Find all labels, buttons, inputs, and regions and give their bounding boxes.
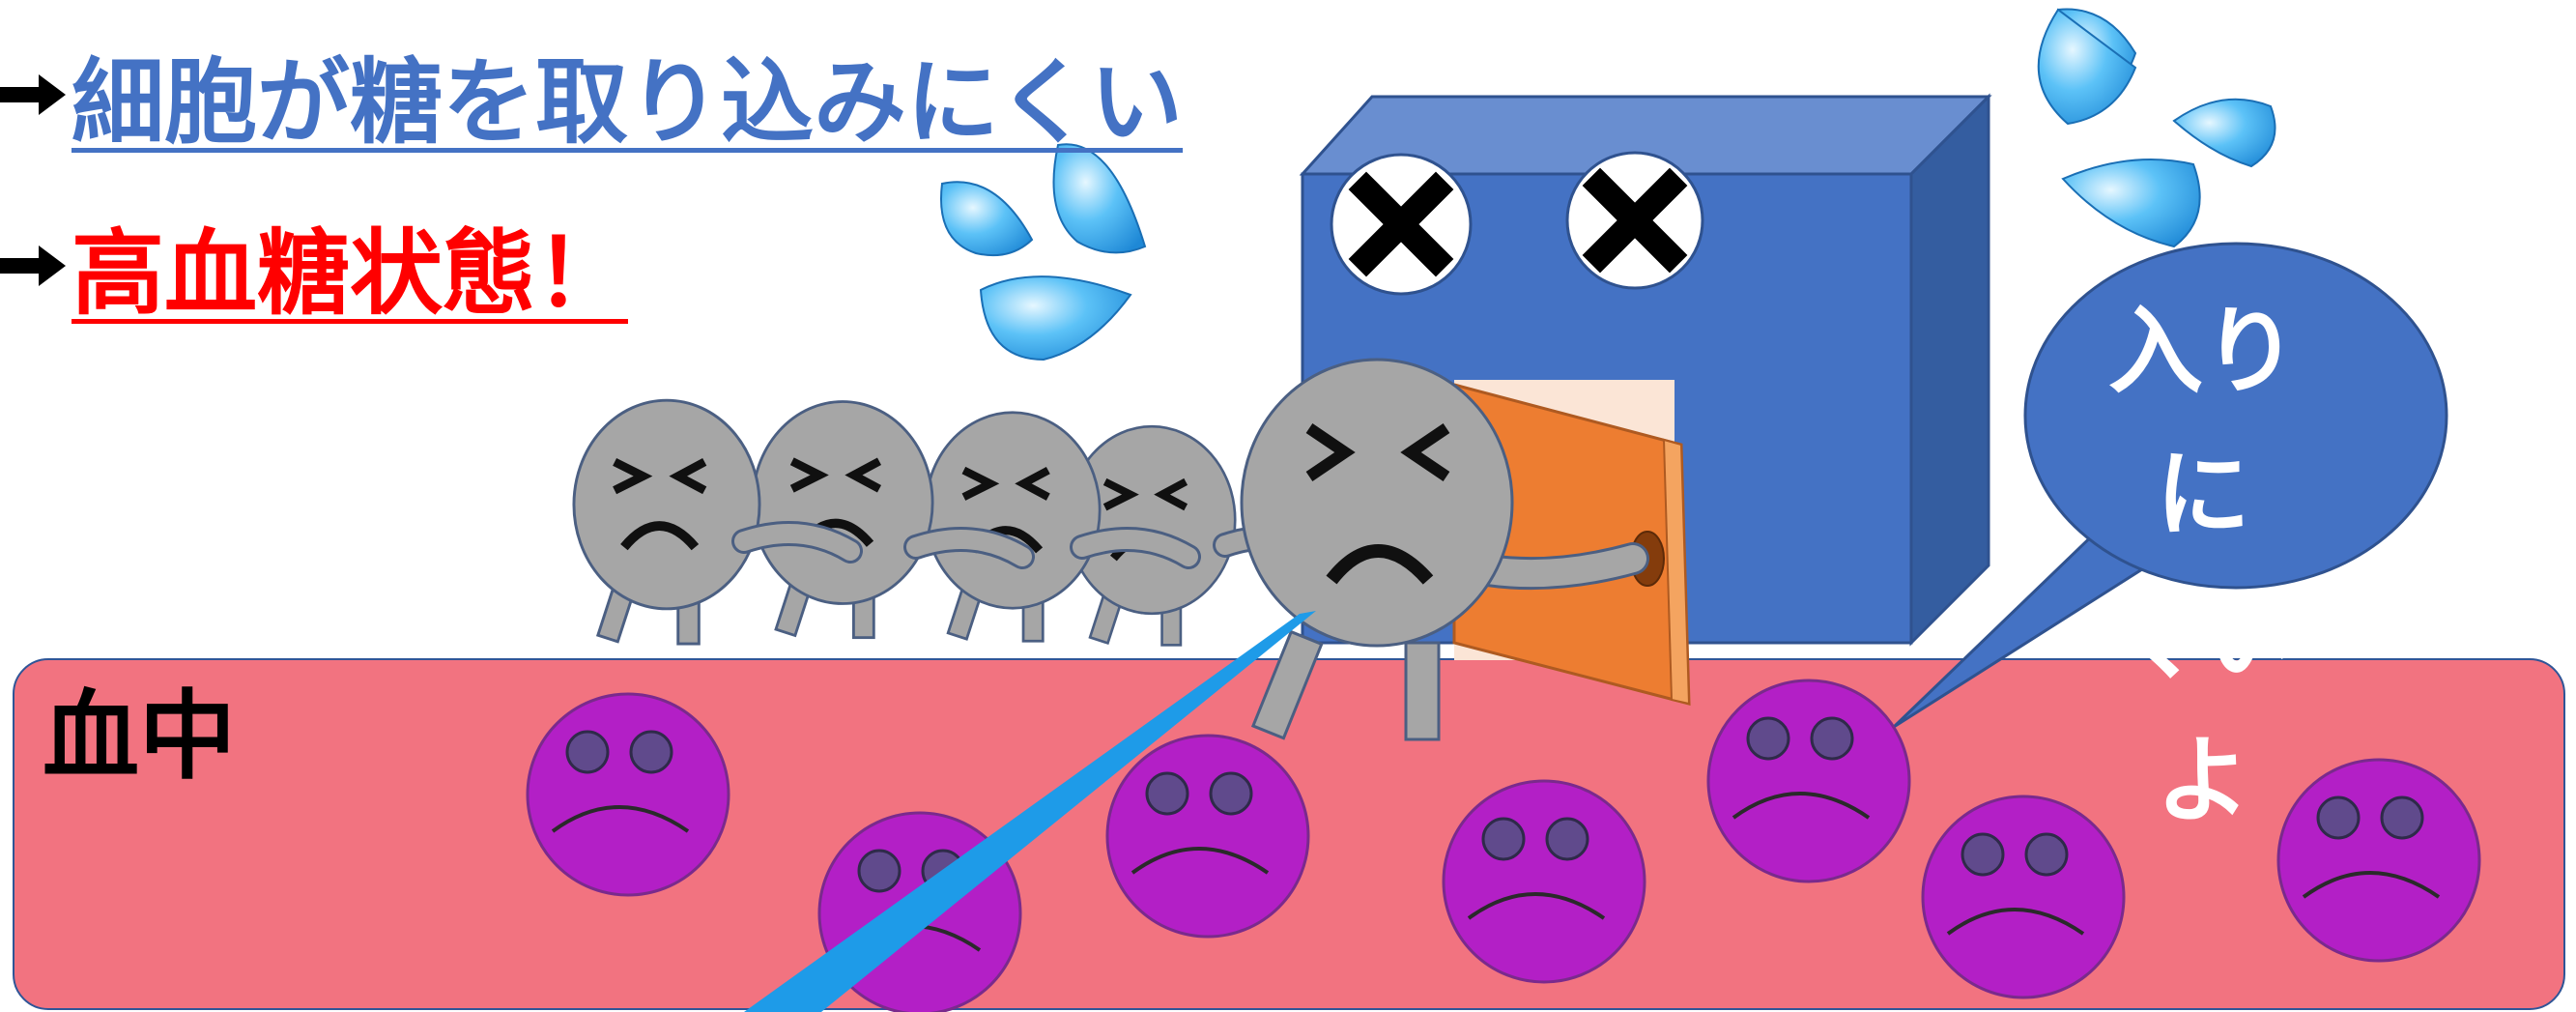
x-eye-right-icon xyxy=(1565,151,1704,290)
sad-face-icon xyxy=(526,692,730,897)
headline-1: 細胞が糖を取り込みにくい xyxy=(72,48,1184,157)
headline-2-row: 高血糖状態！ xyxy=(0,198,628,333)
x-eye-left-icon xyxy=(1330,153,1473,296)
sweat-drops-icon xyxy=(2037,8,2276,248)
door xyxy=(1452,383,1691,706)
sad-face-icon xyxy=(1442,779,1646,984)
glucose-character-front xyxy=(1240,358,1649,741)
glucose-character xyxy=(926,413,1100,641)
blood-label: 血中 xyxy=(43,679,236,793)
headline-1-row: 細胞が糖を取り込みにくい xyxy=(0,27,1183,161)
light-beam xyxy=(744,611,1316,1012)
right-arrow-icon xyxy=(0,245,66,286)
glucose-character xyxy=(574,400,759,644)
sad-face-icon xyxy=(1105,734,1310,939)
headline-2: 高血糖状態！ xyxy=(72,219,628,328)
speech-bubble-line-1: 入りに xyxy=(2107,297,2298,550)
sad-face-icon xyxy=(1706,679,1911,883)
speech-bubble-line-2: くいよ xyxy=(2107,583,2298,836)
sweat-drops-icon xyxy=(940,143,1147,361)
speech-bubble-text: 入りに くいよ xyxy=(2077,280,2329,853)
speech-bubble xyxy=(1892,242,2448,729)
right-arrow-icon xyxy=(0,73,66,115)
glucose-character xyxy=(753,402,932,638)
